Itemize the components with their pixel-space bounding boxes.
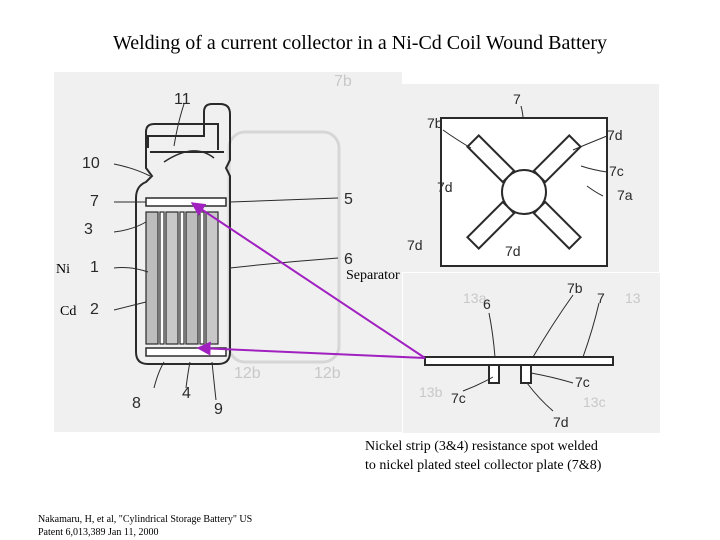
numeral-1: 1 [90, 259, 99, 276]
page-title: Welding of a current collector in a Ni-C… [112, 32, 608, 54]
caption-line-2: to nickel plated steel collector plate (… [365, 458, 602, 473]
ni-label: Ni [56, 262, 70, 277]
collector-plate-plan-figure: 7 7b 7d 7c 7d 7a 7d 7d [397, 84, 659, 272]
plan-numeral-7d-4: 7d [505, 243, 521, 259]
numeral-11: 11 [174, 91, 191, 108]
side-numeral-13a: 13a [463, 290, 487, 306]
numeral-10: 10 [82, 155, 100, 172]
numeral-3: 3 [84, 221, 93, 238]
numeral-8: 8 [132, 395, 141, 412]
numeral-12b-2: 12b [314, 365, 341, 382]
citation-line-1: Nakamaru, H, et al, "Cylindrical Storage… [38, 514, 253, 525]
numeral-2: 2 [90, 301, 99, 318]
numeral-12b: 12b [234, 365, 261, 382]
numeral-9: 9 [214, 401, 223, 418]
side-numeral-7c: 7c [575, 374, 590, 390]
arrow-to-bottom-collector [196, 341, 426, 359]
side-numeral-13: 13 [625, 290, 641, 306]
side-numeral-13c: 13c [583, 394, 606, 410]
caption-line-1: Nickel strip (3&4) resistance spot welde… [365, 439, 598, 454]
side-numeral-13b: 13b [419, 384, 443, 400]
patent-citation: Nakamaru, H, et al, "Cylindrical Storage… [38, 513, 252, 539]
side-numeral-6: 6 [483, 296, 491, 312]
side-numeral-7c-2: 7c [451, 390, 466, 406]
separator-label: Separator [346, 268, 400, 283]
plan-numeral-7c: 7c [609, 163, 624, 179]
plan-numeral-7b: 7b [427, 115, 443, 131]
side-numeral-7: 7 [597, 290, 605, 306]
numeral-6: 6 [344, 251, 353, 268]
arrow-to-top-collector [190, 202, 426, 359]
cell-cross-section-figure: 11 10 7 3 1 2 5 6 8 4 9 12b 12b 7b [54, 72, 402, 432]
numeral-7: 7 [90, 193, 99, 210]
cd-label: Cd [60, 304, 77, 319]
collector-plate-side-figure: 13a 7b 7 13 6 7c 7c 7d 13b 13c [403, 273, 660, 433]
numeral-4: 4 [182, 385, 191, 402]
plan-numeral-7d-2: 7d [437, 179, 453, 195]
citation-line-2: Patent 6,013,389 Jan 11, 2000 [38, 527, 159, 538]
side-numeral-7b: 7b [567, 280, 583, 296]
numeral-7b-ghost: 7b [334, 73, 352, 90]
numeral-5: 5 [344, 191, 353, 208]
side-numeral-7d: 7d [553, 414, 569, 430]
plan-numeral-7d-3: 7d [407, 237, 423, 253]
plan-numeral-7d: 7d [607, 127, 623, 143]
plan-numeral-7a: 7a [617, 187, 633, 203]
plan-numeral-7: 7 [513, 91, 521, 107]
figure-caption: Nickel strip (3&4) resistance spot welde… [365, 437, 601, 475]
